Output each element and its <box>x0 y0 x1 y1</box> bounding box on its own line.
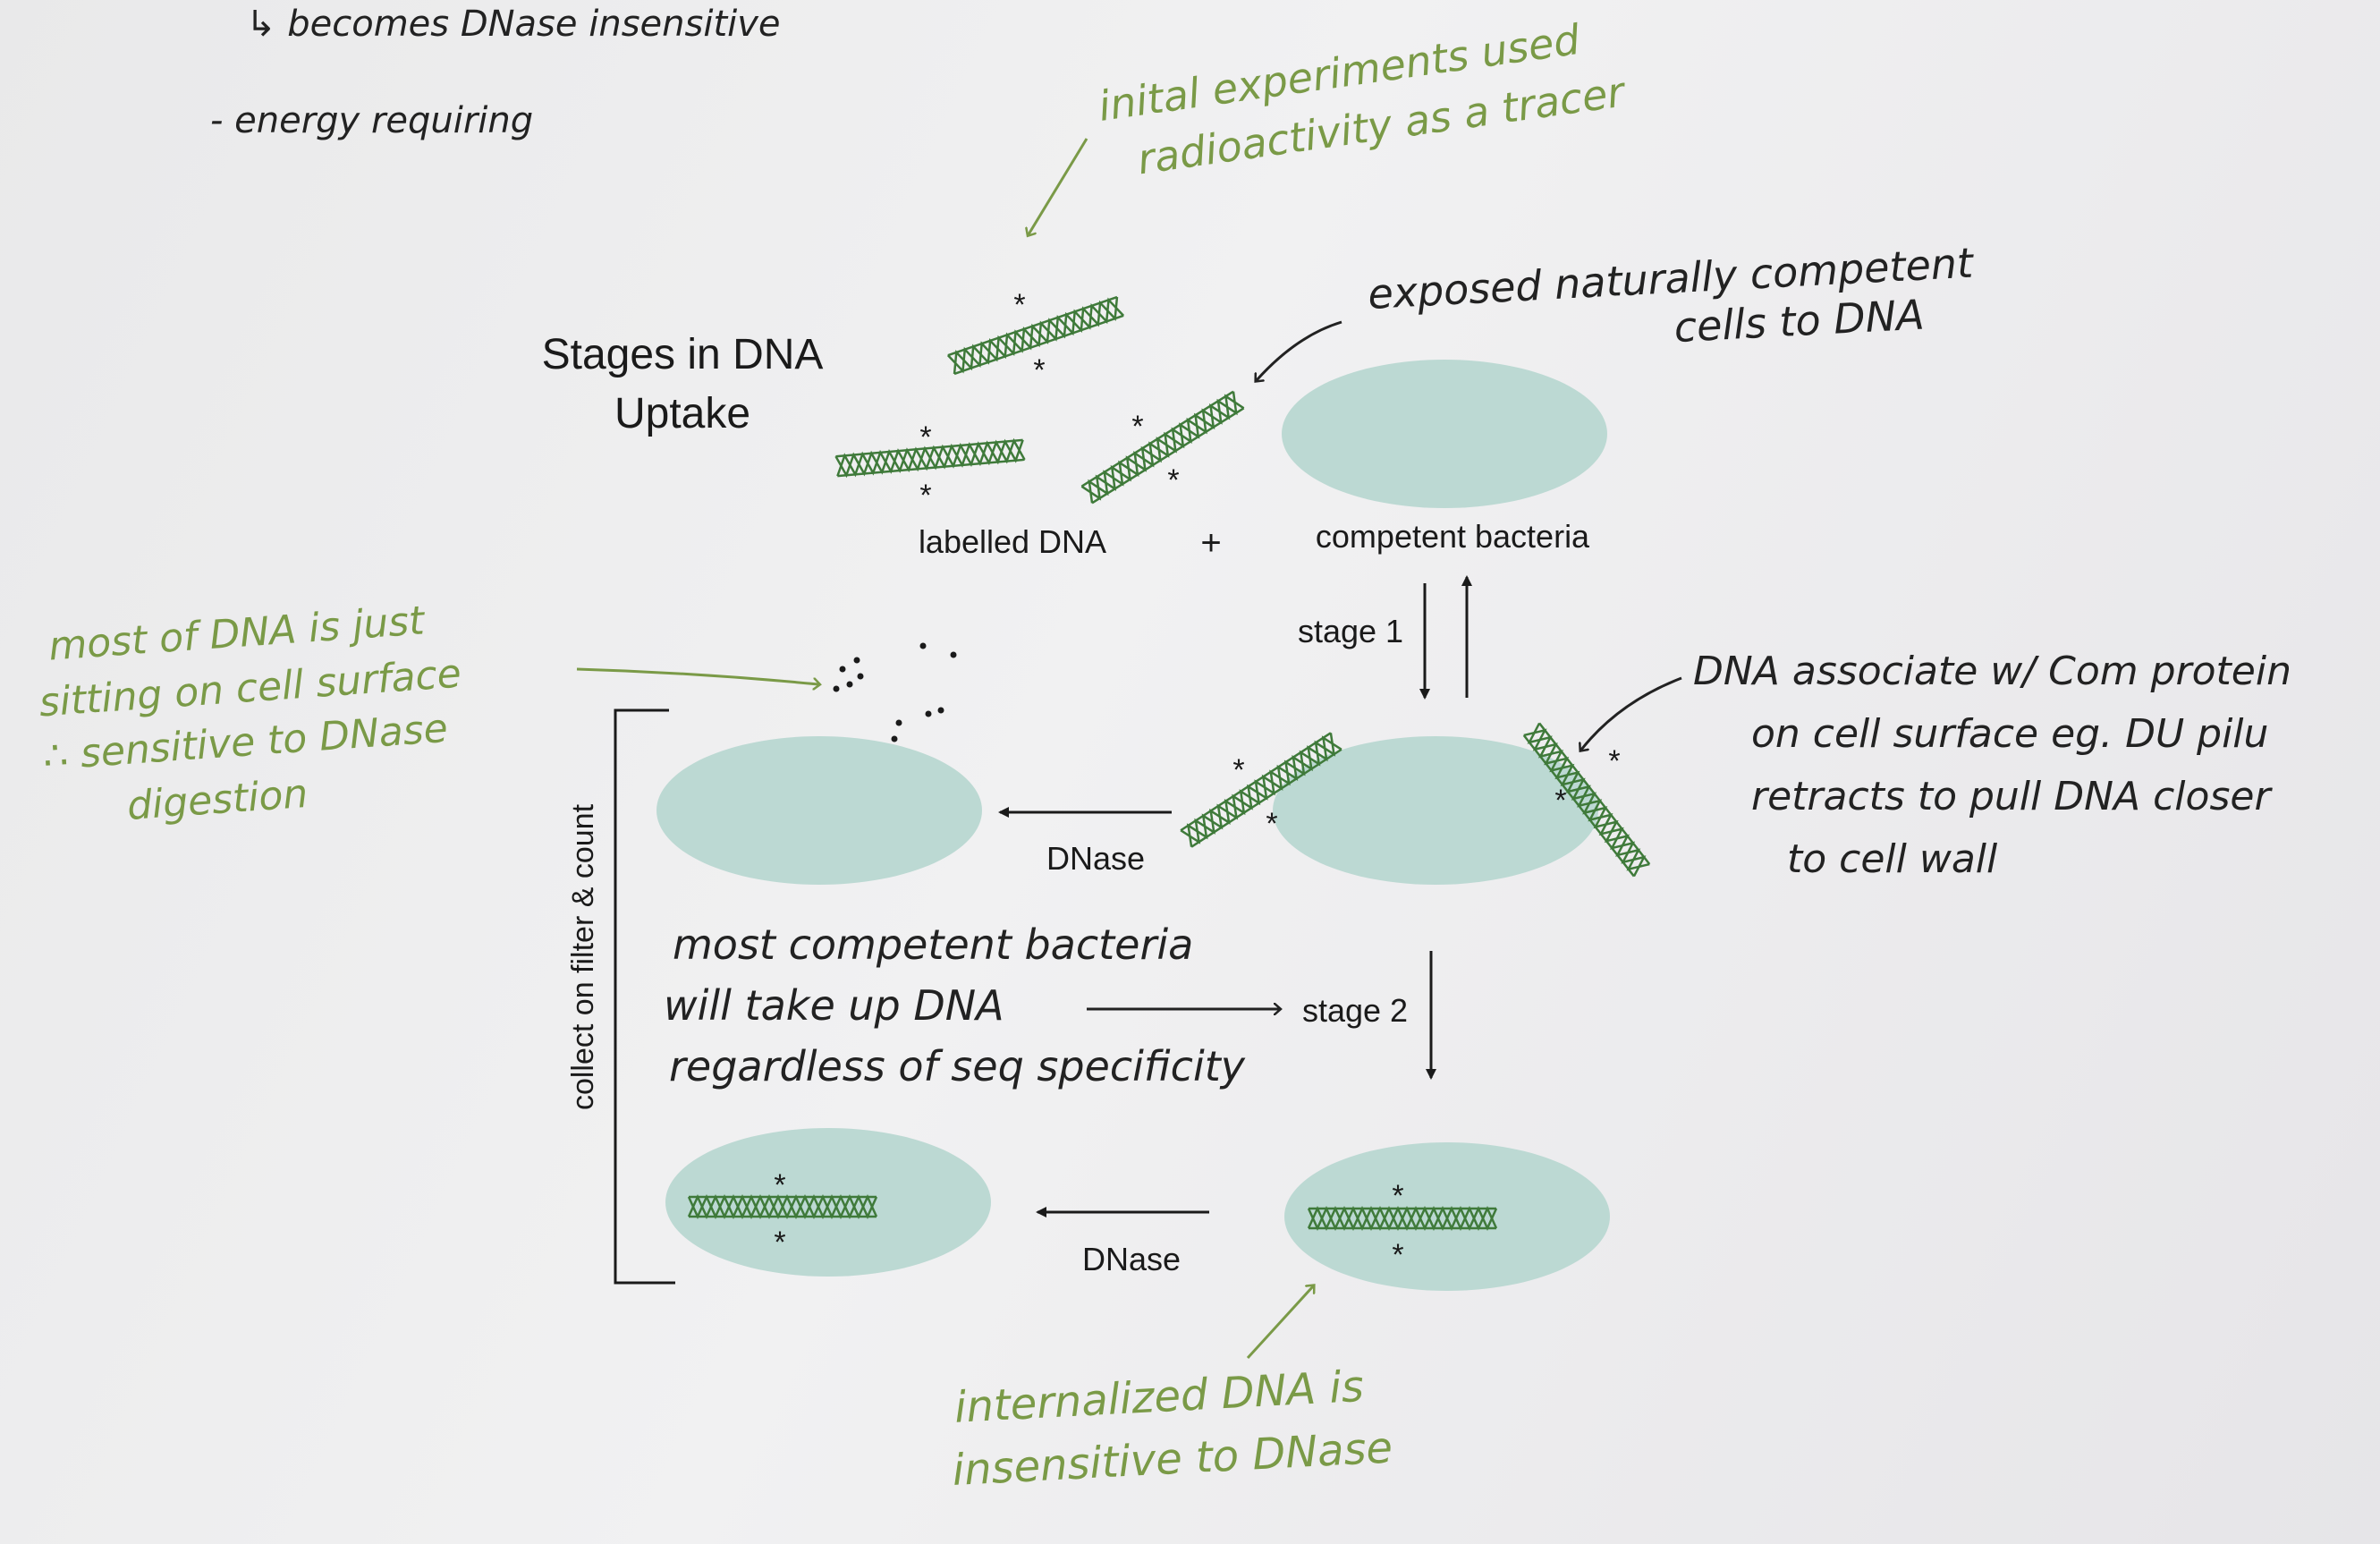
label-plus: + <box>1200 523 1221 563</box>
label-star: * <box>919 479 931 513</box>
filter-bracket <box>614 708 675 1285</box>
free-dna-strand-2: * * <box>834 420 1026 513</box>
label-star: * <box>1608 744 1620 778</box>
note-assoc-line4: to cell wall <box>1787 836 1998 882</box>
label-star: * <box>1013 288 1025 322</box>
label-competent-bacteria: competent bacteria <box>1316 518 1590 555</box>
internal-note-arrow <box>1246 1286 1313 1360</box>
diagram-title-line2: Uptake <box>614 390 750 437</box>
label-star: * <box>1392 1238 1403 1272</box>
note-competent-line1: most competent bacteria <box>673 920 1193 969</box>
exposed-note-arrow <box>1257 320 1342 380</box>
note-surface-line4: digestion <box>125 771 309 829</box>
label-star: * <box>774 1226 785 1260</box>
label-star: * <box>774 1168 785 1202</box>
label-stage2: stage 2 <box>1302 992 1408 1029</box>
free-dna-strand-1: * * <box>946 288 1125 387</box>
bacterium-middle-right <box>1273 736 1598 885</box>
surface-bound-dna-2: * * <box>1522 722 1651 878</box>
label-star: * <box>1554 784 1566 818</box>
label-star: * <box>1033 353 1045 387</box>
note-assoc-line3: retracts to pull DNA closer <box>1751 774 2273 819</box>
diagram-title-line1: Stages in DNA <box>542 331 824 378</box>
label-star: * <box>1232 753 1244 787</box>
label-star: * <box>1131 410 1143 444</box>
assoc-note-arrow <box>1581 676 1682 750</box>
internalized-dna-right: * * <box>1307 1179 1498 1272</box>
label-dnase-bottom: DNase <box>1082 1241 1181 1277</box>
note-internalized-line1: internalized DNA is <box>953 1362 1365 1433</box>
label-star: * <box>1392 1179 1403 1213</box>
note-dnase-insensitive: ↳ becomes DNase insensitive <box>246 4 781 45</box>
label-labelled-dna: labelled DNA <box>919 523 1106 560</box>
label-star: * <box>1266 807 1277 841</box>
internalized-dna-left: * * <box>687 1168 878 1260</box>
label-collect-on-filter: collect on filter & count <box>566 803 600 1110</box>
surface-bound-dna-1: * * <box>1180 732 1342 848</box>
label-stage1: stage 1 <box>1298 613 1403 649</box>
note-competent-line3: regardless of seq specificity <box>669 1042 1246 1090</box>
note-internalized-line2: insensitive to DNase <box>951 1422 1393 1496</box>
initial-note-arrow <box>1029 138 1088 234</box>
note-competent-line2: will take up DNA <box>664 981 1004 1030</box>
label-star: * <box>919 420 931 454</box>
digested-dna-fragments <box>833 642 957 742</box>
label-dnase-top: DNase <box>1046 840 1145 877</box>
note-assoc-line2: on cell surface eg. DU pilu <box>1751 711 2268 757</box>
note-energy-requiring: - energy requiring <box>210 100 533 141</box>
note-assoc-line1: DNA associate w/ Com protein <box>1693 649 2291 694</box>
surface-note-arrow <box>576 667 818 684</box>
bacterium-top <box>1282 360 1607 508</box>
label-star: * <box>1167 463 1179 497</box>
free-dna-strand-3: * * <box>1080 390 1245 505</box>
bacterium-middle-left <box>656 736 982 885</box>
